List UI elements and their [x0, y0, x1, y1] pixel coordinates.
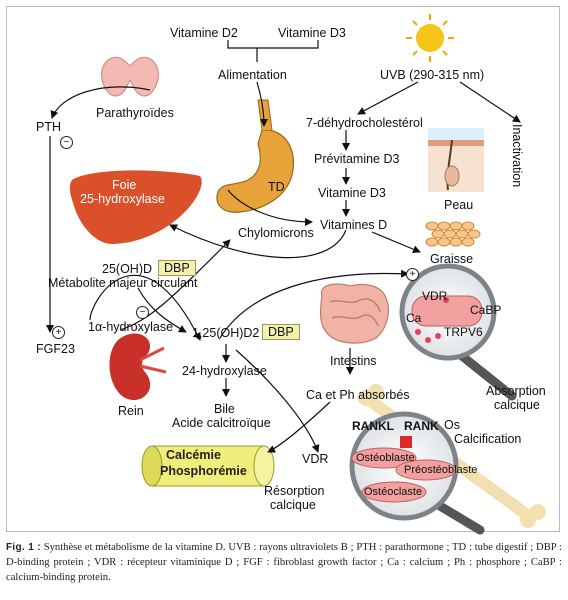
bubble-trpv6-label: TRPV6	[444, 325, 483, 339]
calcemia-cylinder	[141, 445, 275, 487]
calcification-label: Calcification	[454, 432, 522, 446]
vitamine-d3-label: Vitamine D3	[318, 186, 386, 200]
foie-label: Foie	[112, 178, 137, 192]
fgf23-label: FGF23	[36, 342, 75, 356]
top-bracket	[227, 40, 319, 49]
oh25d-label: 25(OH)D	[102, 262, 153, 276]
rankl-label: RANKL	[352, 419, 394, 433]
stomach-icon	[216, 99, 294, 213]
dbp-tag-1: DBP	[158, 260, 196, 276]
resorption-label-1: Résorption	[264, 484, 325, 498]
vitamines-d-label: Vitamines D	[320, 218, 388, 232]
bile-label: Bile	[214, 402, 235, 416]
os-label: Os	[444, 418, 460, 432]
fgf-inhibit-minus: −	[136, 306, 149, 319]
bubble-cabp-label: CaBP	[470, 303, 502, 317]
dbp-tag-2: DBP	[262, 324, 300, 340]
intestins-label: Intestins	[330, 354, 377, 368]
vitamin-d2-label: Vitamine D2	[170, 26, 238, 40]
pth-stim-plus: +	[52, 326, 65, 339]
pth-label: PTH	[36, 120, 61, 134]
sun-icon	[406, 14, 454, 62]
peau-label: Peau	[444, 198, 474, 212]
td-label: TD	[268, 180, 285, 194]
liver-icon	[69, 170, 202, 244]
dihydroxy-label: 1,25(OH)D2	[192, 326, 260, 340]
hydroxylase24-label: 24-hydroxylase	[182, 364, 267, 378]
acide-label: Acide calcitroïque	[172, 416, 271, 430]
absorption-label-1: Absorption	[486, 384, 546, 398]
alpha-hydroxylase-label: 1α-hydroxylase	[88, 320, 174, 334]
hydroxylase25-label: 25-hydroxylase	[80, 192, 165, 206]
vitamin-d3-top-label: Vitamine D3	[278, 26, 346, 40]
osteoblaste-label: Ostéoblaste	[356, 452, 415, 464]
bubble-ca-label: Ca	[406, 311, 422, 325]
parathyroid-icon	[101, 56, 159, 97]
bubble-vdr-label: VDR	[422, 289, 448, 303]
vdr-activate-plus: +	[406, 268, 419, 281]
pth-inhibit-minus: −	[60, 136, 73, 149]
calcemie-label: Calcémie	[166, 448, 221, 462]
magnifier-bone	[349, 411, 485, 535]
caption-text: Synthèse et métabolisme de la vitamine D…	[6, 542, 563, 583]
alimentation-label: Alimentation	[218, 68, 287, 82]
kidney-icon	[109, 333, 167, 401]
figure-caption: Fig. 1 : Synthèse et métabolisme de la v…	[6, 540, 562, 585]
magnifier-intestine	[399, 263, 517, 401]
parathyroid-label: Parathyroïdes	[96, 106, 174, 120]
diagram-graphics	[46, 14, 546, 535]
phosphoremie-label: Phosphorémie	[160, 464, 247, 478]
metabolite-label: Métabolite majeur circulant	[48, 276, 198, 290]
resorption-label-2: calcique	[270, 498, 316, 512]
dehydrocholesterol-label: 7-déhydrocholestérol	[306, 116, 423, 130]
osteoclaste-label: Ostéoclaste	[364, 486, 423, 498]
inactivation-label: Inactivation	[510, 124, 524, 188]
absorption-label-2: calcique	[494, 398, 540, 412]
skin-icon	[428, 128, 484, 192]
previtamine-label: Prévitamine D3	[314, 152, 400, 166]
preosteoblaste-label: Préostéoblaste	[404, 464, 478, 476]
chylomicrons-label: Chylomicrons	[238, 226, 314, 240]
fat-icon	[425, 221, 481, 247]
rank-label: RANK	[404, 419, 439, 433]
intestine-icon	[319, 283, 389, 344]
rein-label: Rein	[118, 404, 144, 418]
vdr-mid-label: VDR	[302, 452, 329, 466]
ca-ph-label: Ca et Ph absorbés	[306, 388, 410, 402]
graisse-label: Graisse	[430, 252, 474, 266]
uvb-label: UVB (290-315 nm)	[380, 68, 485, 82]
caption-fig-label: Fig. 1 :	[6, 542, 41, 553]
